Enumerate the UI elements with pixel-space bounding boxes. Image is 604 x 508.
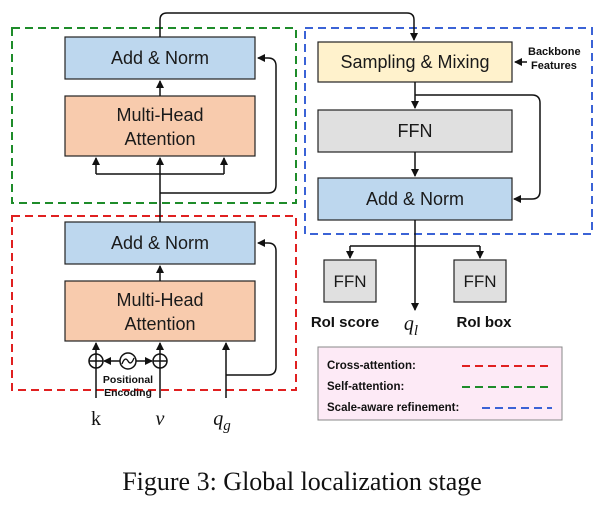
legend-scale-label: Scale-aware refinement: [327,402,459,414]
k-add-node [88,353,104,369]
self-mha-label-2: Attention [124,129,195,149]
ffn-main-label: FFN [398,121,433,141]
backbone-label-2: Features [531,60,577,72]
cross-add-norm-label: Add & Norm [111,233,209,253]
cross-add-norm-box [64,221,256,265]
positional-label-2: Encoding [104,387,152,399]
backbone-label-1: Backbone [528,46,581,58]
input-qg-label: qg [213,408,231,434]
cross-mha-label-2: Attention [124,314,195,334]
cross-attention-frame [11,215,297,391]
ffn-score-label: FFN [333,272,366,291]
self-add-norm-box [64,36,256,80]
qg-residual-arrow [226,239,277,376]
scale-aware-frame [304,27,593,235]
ffn-box-label: FFN [463,272,496,291]
v-add-node [152,353,168,369]
self-add-norm-label: Add & Norm [111,48,209,68]
left-to-right-connector [159,12,418,41]
legend-cross-label: Cross-attention: [327,360,416,372]
positional-encoding-icon [119,352,137,370]
input-k-label: k [91,408,101,430]
right-add-norm-label: Add & Norm [366,189,464,209]
roi-box-label: RoI box [457,314,513,331]
cross-mha-label-1: Multi-Head [116,290,203,310]
self-attention-frame [11,27,297,204]
cross-mha-box [64,280,256,342]
right-add-norm-box [317,177,513,221]
sampling-mixing-box [317,41,513,83]
ql-label: ql [404,313,418,339]
ffn-box-box [453,259,507,303]
self-mha-label-1: Multi-Head [116,105,203,125]
legend-self-label: Self-attention: [327,381,404,393]
ffn-main-box [317,109,513,153]
figure-caption: Figure 3: Global localization stage [122,467,482,496]
self-residual-arrow [160,54,277,194]
positional-label-1: Positional [103,374,153,386]
right-residual-arrow [415,94,541,203]
ffn-score-box [323,259,377,303]
roi-score-label: RoI score [311,314,379,331]
sampling-mixing-label: Sampling & Mixing [340,52,489,72]
input-v-label: v [156,408,165,430]
